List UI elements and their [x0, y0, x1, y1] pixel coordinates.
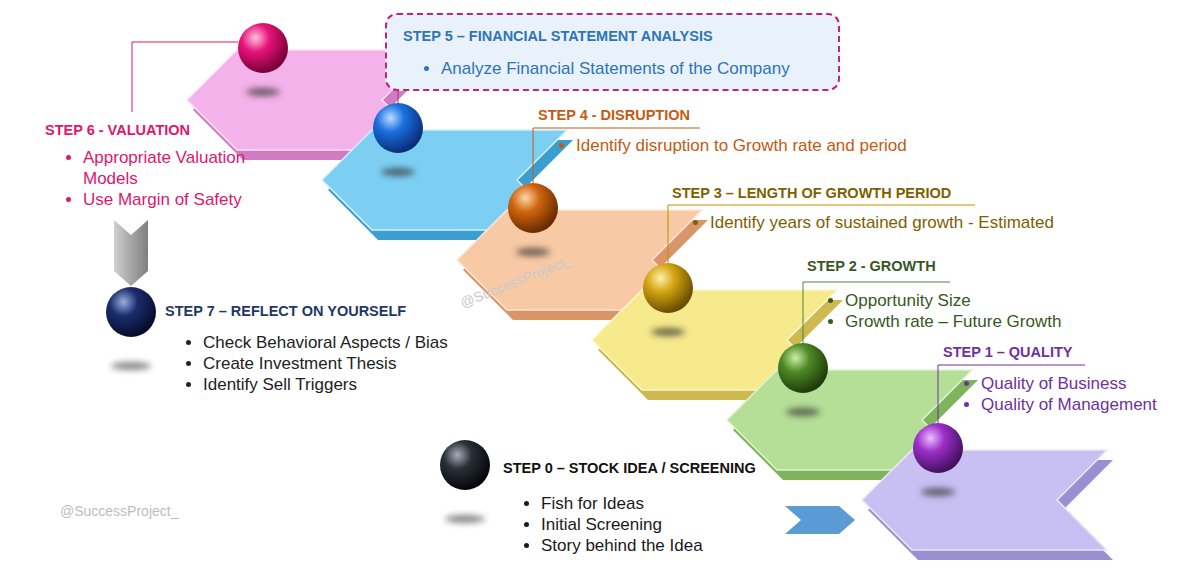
leader-line [132, 42, 238, 112]
step-bullet: Analyze Financial Statements of the Comp… [441, 58, 838, 79]
step-bullet: Fish for Ideas [541, 493, 785, 514]
sphere-shadow [516, 248, 550, 256]
leader-line [938, 365, 1085, 423]
sphere [913, 423, 963, 473]
step-bullet: Quality of Management [981, 394, 1185, 415]
step-heading: STEP 2 - GROWTH [807, 257, 1100, 275]
sphere-shadow [246, 88, 280, 96]
bullet-list: Analyze Financial Statements of the Comp… [403, 58, 838, 79]
step-bullet: Check Behavioral Aspects / Bias [203, 332, 480, 353]
bullet-list: Check Behavioral Aspects / BiasCreate In… [165, 332, 480, 395]
sphere-shadow [445, 515, 485, 523]
step-box: STEP 3 – LENGTH OF GROWTH PERIOD Identify… [665, 183, 1110, 235]
sphere [238, 23, 288, 73]
bullet-list: Fish for IdeasInitial ScreeningStory beh… [503, 493, 785, 556]
step-box: STEP 7 – REFLECT ON YOURSELF Check Behavi… [100, 286, 480, 395]
sphere [373, 103, 423, 153]
step-heading: STEP 7 – REFLECT ON YOURSELF [165, 302, 480, 320]
step-heading: STEP 3 – LENGTH OF GROWTH PERIOD [672, 184, 1110, 202]
sphere [106, 287, 156, 337]
bullet-list: Identify years of sustained growth - Est… [672, 212, 1110, 233]
step-bullet: Create Investment Thesis [203, 353, 480, 374]
sphere [778, 343, 828, 393]
step-bullet: Identify disruption to Growth rate and p… [576, 135, 965, 156]
step-bullet: Story behind the Idea [541, 535, 785, 556]
step-box: STEP 1 – QUALITY Quality of BusinessQuali… [855, 340, 1185, 570]
step-box: STEP 0 – STOCK IDEA / SCREENING Fish for … [440, 445, 785, 563]
bullet-list: Quality of BusinessQuality of Management [943, 373, 1185, 415]
step-bullet: Growth rate – Future Growth [845, 311, 1100, 332]
sphere [643, 263, 693, 313]
sphere [440, 440, 490, 490]
sphere-shadow [786, 408, 820, 416]
sphere-shadow [381, 168, 415, 176]
step-bullet: Quality of Business [981, 373, 1185, 394]
leader-line [398, 91, 399, 103]
flow-arrow [114, 220, 148, 286]
step-heading: STEP 0 – STOCK IDEA / SCREENING [503, 459, 785, 477]
sphere-shadow [921, 488, 955, 496]
sphere-shadow [111, 362, 151, 370]
step-box: STEP 2 - GROWTH Opportunity SizeGrowth ra… [800, 256, 1100, 336]
chevron [862, 450, 1107, 550]
step-heading: STEP 4 - DISRUPTION [538, 106, 965, 124]
step-heading: STEP 5 – FINANCIAL STATEMENT ANALYSIS [403, 27, 838, 45]
flow-arrow [785, 506, 855, 534]
bullet-list: Identify disruption to Growth rate and p… [538, 135, 965, 156]
step-box: STEP 6 - VALUATION Appropriate Valuation … [40, 118, 290, 220]
bullet-list: Opportunity SizeGrowth rate – Future Gro… [807, 290, 1100, 332]
step-bullet: Identify Sell Triggers [203, 374, 480, 395]
step-bullet: Identify years of sustained growth - Est… [710, 212, 1110, 233]
step-box: STEP 5 – FINANCIAL STATEMENT ANALYSIS Ana… [385, 13, 840, 91]
bullet-list: Appropriate Valuation ModelsUse Margin o… [45, 147, 290, 210]
step-heading: STEP 6 - VALUATION [45, 121, 290, 139]
step-bullet: Opportunity Size [845, 290, 1100, 311]
sphere-shadow [651, 328, 685, 336]
step-heading: STEP 1 – QUALITY [943, 343, 1185, 361]
watermark: @SuccessProject_ [60, 503, 178, 519]
sphere [508, 183, 558, 233]
step-bullet: Initial Screening [541, 514, 785, 535]
step-bullet: Appropriate Valuation Models [83, 147, 290, 189]
step-bullet: Use Margin of Safety [83, 189, 290, 210]
step-box: STEP 4 - DISRUPTION Identify disruption t… [530, 104, 965, 156]
